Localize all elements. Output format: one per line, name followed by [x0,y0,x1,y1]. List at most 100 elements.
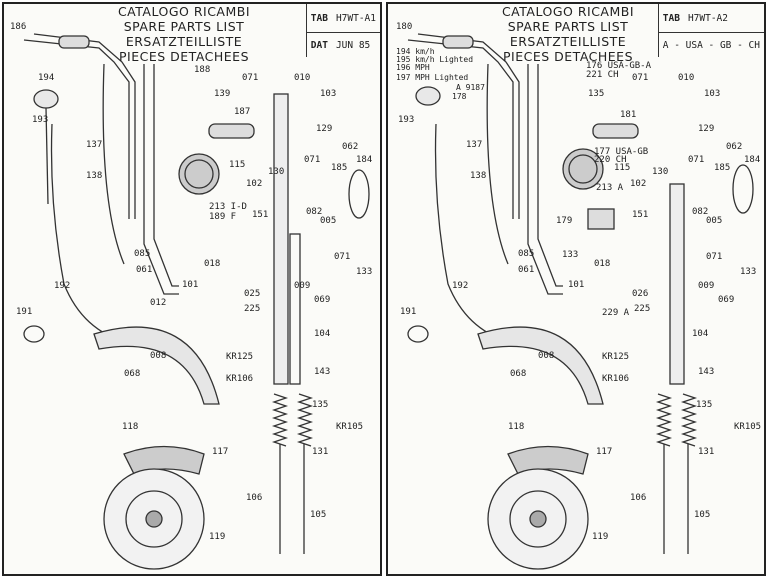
part-number-label: 143 [314,367,330,377]
title-line: PIECES DETACHEES [502,49,634,64]
part-number-label: 101 [182,280,198,290]
part-number-label: 117 [596,447,612,457]
tab-label: TAB [662,12,680,24]
part-number-label: 221 CH [586,70,619,80]
part-number-label: 181 [620,110,636,120]
part-number-label: KR105 [336,422,363,432]
part-number-label: 071 [242,73,258,83]
part-number-label: 184 [744,155,760,165]
part-number-label: 193 [32,115,48,125]
title-line: SPARE PARTS LIST [507,19,629,34]
part-number-label: 192 [452,281,468,291]
part-number-label: 026 [632,289,648,299]
part-number-label: 119 [209,532,225,542]
part-number-label: 071 [688,155,704,165]
part-number-label: 118 [508,422,524,432]
part-number-label: 179 [556,216,572,226]
part-number-label: 104 [692,329,708,339]
part-number-label: 185 [714,163,730,173]
part-number-label: A 9187 [456,83,485,92]
part-number-label: 131 [312,447,328,457]
dat-value: JUN 85 [335,39,371,51]
part-number-label: 012 [150,298,166,308]
part-number-label: 186 [10,22,26,32]
title-line: ERSATZTEILLISTE [125,34,243,49]
part-number-label: 115 [614,163,630,173]
part-number-label: 143 [698,367,714,377]
tab-value: H7WT-A1 [335,12,376,24]
part-number-label: 061 [518,265,534,275]
part-number-label: 189 F [209,212,236,222]
part-number-label: 193 [398,115,414,125]
part-number-label: 025 [244,289,260,299]
part-number-label: 194 [38,73,54,83]
part-number-label: 137 [86,140,102,150]
part-number-label: 118 [122,422,138,432]
part-number-label: 220 CH [594,155,627,165]
part-number-label: 187 [234,107,250,117]
part-number-label: 071 [334,252,350,262]
part-number-label: 009 [294,281,310,291]
part-number-label: 103 [320,89,336,99]
part-number-label: 117 [212,447,228,457]
part-number-label: 133 [740,267,756,277]
part-number-label: 071 [304,155,320,165]
part-number-label: 188 [194,65,210,75]
part-number-label: 062 [726,142,742,152]
tab-label: TAB [310,12,328,24]
part-number-label: 068 [510,369,526,379]
part-number-label: 130 [652,167,668,177]
part-number-label: 151 [252,210,268,220]
part-number-label: 191 [16,307,32,317]
part-number-label: 018 [204,259,220,269]
part-number-label: 082 [692,207,708,217]
part-number-label: 005 [706,216,722,226]
part-number-label: 102 [246,179,262,189]
title-line: CATALOGO RICAMBI [117,4,251,19]
part-number-label: 018 [594,259,610,269]
part-number-label: 085 [518,249,534,259]
part-number-label: 213 I-D [209,202,247,212]
part-number-label: 069 [718,295,734,305]
part-number-label: 068 [124,369,140,379]
header-titles-left: CATALOGO RICAMBI SPARE PARTS LIST ERSATZ… [84,4,284,64]
part-number-label: 192 [54,281,70,291]
part-number-label: 085 [134,249,150,259]
part-number-label: 010 [678,73,694,83]
part-number-label: 135 [696,400,712,410]
part-number-label: 104 [314,329,330,339]
part-number-label: 178 [452,92,467,101]
part-number-label: 225 [634,304,650,314]
part-number-label: 008 [150,351,166,361]
part-number-label: 133 [356,267,372,277]
part-number-label: KR105 [734,422,761,432]
title-line: CATALOGO RICAMBI [501,4,635,19]
part-number-label: 131 [698,447,714,457]
part-number-label: 180 [396,22,412,32]
part-number-label: 196 MPH [396,63,430,72]
part-number-label: KR125 [226,352,253,362]
part-number-label: 061 [136,265,152,275]
part-number-label: 151 [632,210,648,220]
part-number-label: KR125 [602,352,629,362]
part-number-label: 184 [356,155,372,165]
dat-label: DAT [310,39,328,51]
part-number-label: 103 [704,89,720,99]
title-line: SPARE PARTS LIST [123,19,245,34]
part-number-label: 191 [400,307,416,317]
header-titles-right: CATALOGO RICAMBI SPARE PARTS LIST ERSATZ… [468,4,668,64]
part-number-label: 082 [306,207,322,217]
part-number-label: 008 [538,351,554,361]
part-number-label: 138 [86,171,102,181]
part-number-label: 071 [632,73,648,83]
part-number-label: 225 [244,304,260,314]
title-line: PIECES DETACHEES [118,49,250,64]
country-codes: A - USA - GB - CH [662,39,760,51]
